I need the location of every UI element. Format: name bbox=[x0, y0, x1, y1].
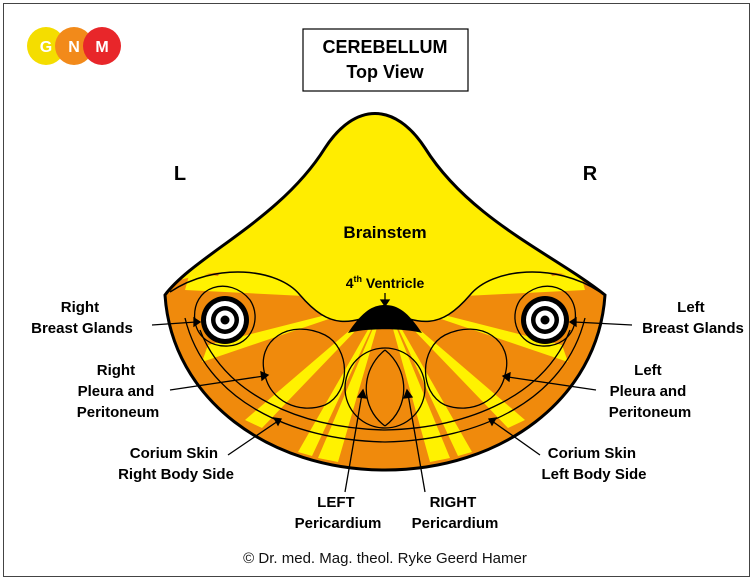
copyright-text: © Dr. med. Mag. theol. Ryke Geerd Hamer bbox=[243, 550, 527, 567]
right-pericardium-label: RIGHT Pericardium bbox=[412, 494, 499, 532]
logo-letter-m: M bbox=[95, 39, 108, 56]
side-left-marker: L bbox=[174, 163, 186, 185]
right-pleura-label: Right Pleura and Peritoneum bbox=[77, 362, 160, 421]
right-breast-label: Right Breast Glands bbox=[31, 299, 133, 337]
corium-left-label: Corium Skin Left Body Side bbox=[541, 445, 646, 483]
left-pericardium-label: LEFT Pericardium bbox=[295, 494, 382, 532]
logo-letter-n: N bbox=[68, 39, 80, 56]
side-right-marker: R bbox=[583, 163, 598, 185]
gnm-logo: G N M bbox=[27, 27, 121, 65]
title-line2: Top View bbox=[346, 62, 424, 82]
ventricle-superscript: th bbox=[354, 274, 363, 284]
corium-right-label: Corium Skin Right Body Side bbox=[118, 445, 234, 483]
left-breast-label: Left Breast Glands bbox=[642, 299, 744, 337]
logo-letter-g: G bbox=[40, 39, 52, 56]
left-pleura-label: Left Pleura and Peritoneum bbox=[609, 362, 692, 421]
ventricle-number: 4 bbox=[346, 275, 354, 291]
ventricle-text: Ventricle bbox=[362, 275, 424, 291]
title-line1: CEREBELLUM bbox=[323, 37, 448, 57]
brainstem-label: Brainstem bbox=[343, 223, 426, 242]
